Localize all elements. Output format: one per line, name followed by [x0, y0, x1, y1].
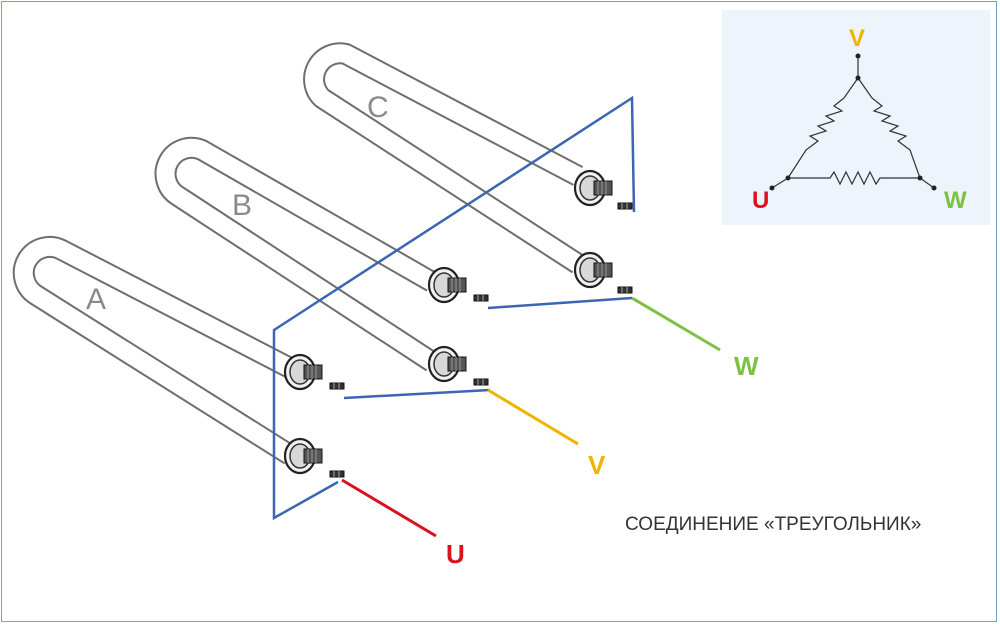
phase-u-label: U: [446, 539, 465, 569]
terminal-u: [769, 185, 775, 191]
bus-a-b: [343, 388, 491, 400]
inset-u-label: U: [752, 187, 769, 214]
delta-bus: [272, 95, 636, 521]
phase-v-lead: [487, 388, 579, 446]
inset-v-label: V: [849, 25, 865, 52]
heater-b-label: B: [232, 189, 252, 222]
resistor-left: [787, 77, 859, 179]
phase-w-label: W: [734, 351, 759, 381]
diagram-caption: СОЕДИНЕНИЕ «ТРЕУГОЛЬНИК»: [625, 514, 922, 535]
inset-w-label: W: [944, 187, 967, 214]
node-right: [917, 175, 923, 181]
resistor-right: [857, 77, 921, 179]
phase-v-label: V: [588, 450, 606, 480]
heater-c-label: C: [367, 91, 389, 124]
terminal-w: [931, 185, 937, 191]
bus-b-c: [487, 296, 633, 310]
heater-c: [303, 42, 633, 294]
phase-u-lead: [341, 478, 437, 538]
delta-schematic: V U W: [752, 25, 967, 214]
heater-b: [154, 136, 489, 386]
bus-outline: [272, 95, 636, 521]
node-top: [855, 75, 861, 81]
heater-a-label: A: [86, 283, 106, 316]
terminal-v: [855, 53, 861, 59]
heater-a: [12, 235, 345, 478]
resistor-bottom: [788, 170, 920, 186]
phase-w-lead: [631, 296, 721, 352]
node-left: [785, 175, 791, 181]
delta-schematic-inset: V U W: [722, 10, 990, 225]
